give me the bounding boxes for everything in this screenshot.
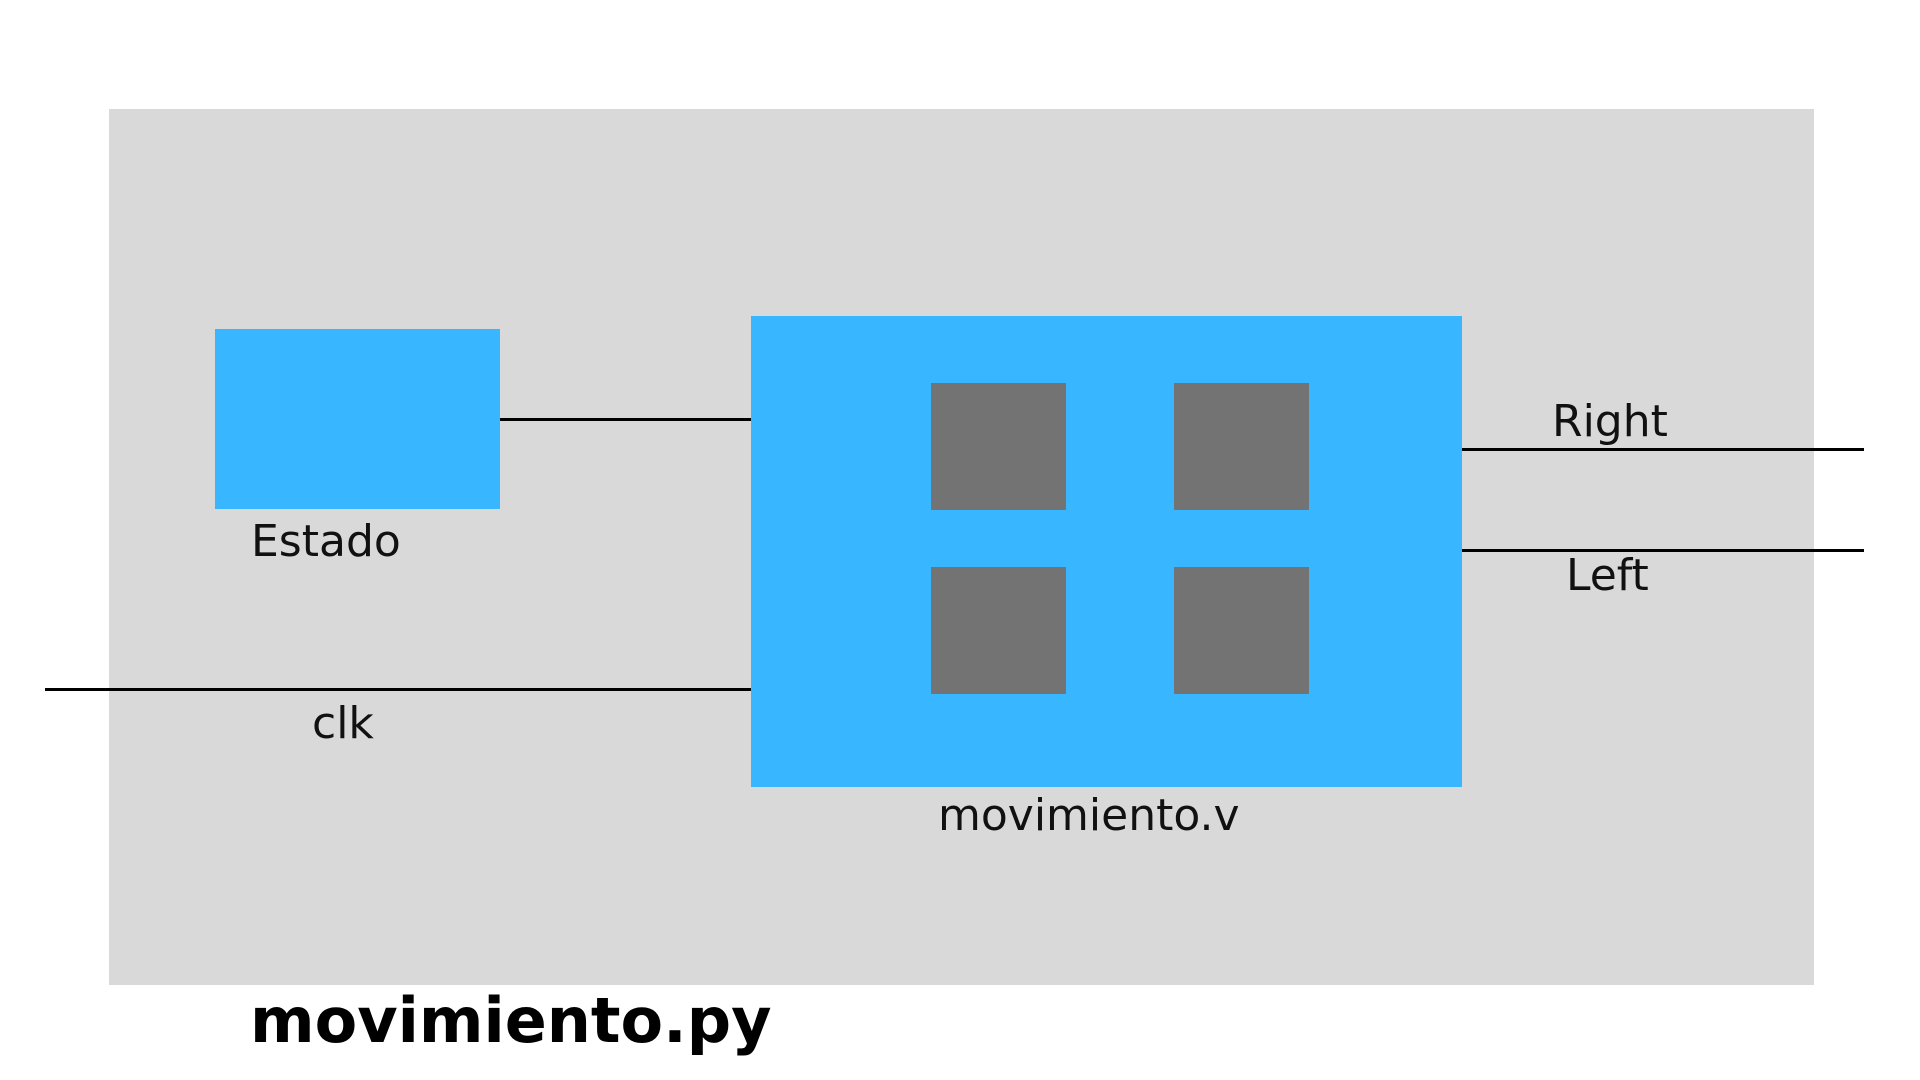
estado-label: Estado	[251, 516, 401, 567]
diagram-title: movimiento.py	[250, 984, 772, 1057]
module-cell-top-right	[1174, 383, 1309, 510]
module-label: movimiento.v	[938, 790, 1240, 841]
clk-label: clk	[312, 698, 374, 749]
movimiento-module-block	[751, 316, 1462, 787]
left-output-wire	[1462, 549, 1864, 552]
module-cell-top-left	[931, 383, 1066, 510]
module-cell-bottom-right	[1174, 567, 1309, 694]
estado-block	[215, 329, 500, 509]
right-output-wire	[1462, 448, 1864, 451]
left-label: Left	[1566, 550, 1649, 601]
module-cell-bottom-left	[931, 567, 1066, 694]
right-label: Right	[1552, 396, 1668, 447]
clk-wire	[45, 688, 751, 691]
estado-to-module-wire	[500, 418, 751, 421]
